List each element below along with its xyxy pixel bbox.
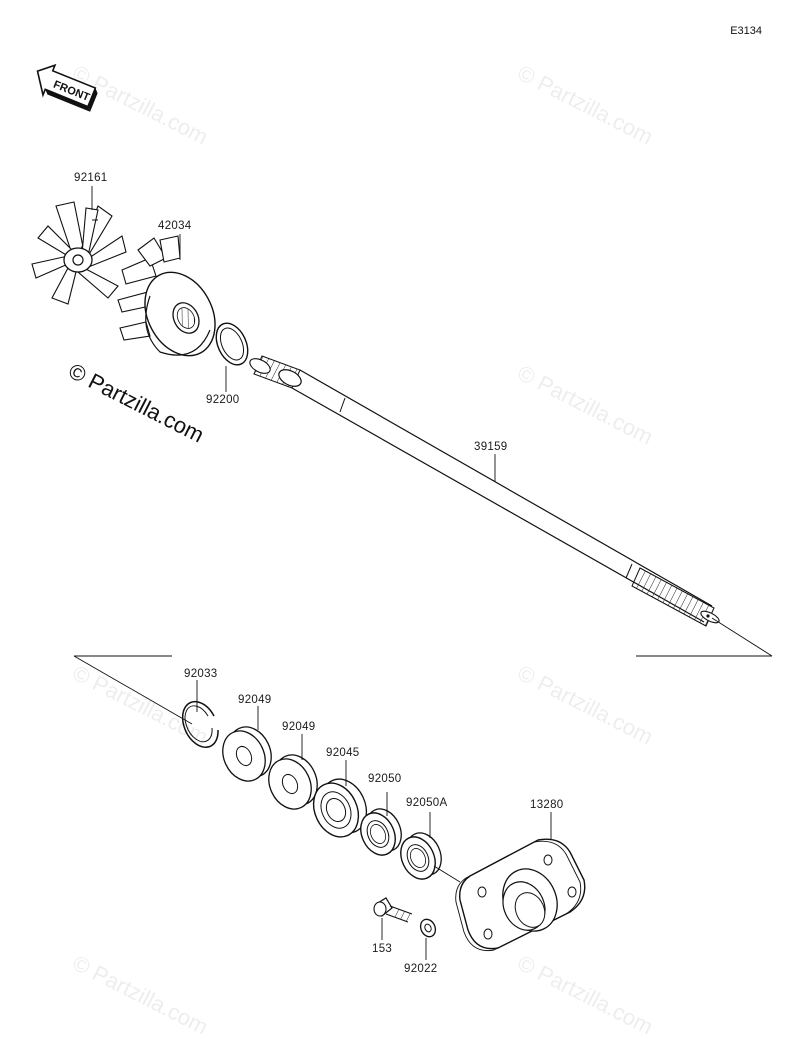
part-92049-washer-a[interactable] — [215, 720, 279, 788]
label-42034[interactable]: 42034 — [158, 220, 192, 232]
part-13280-bearing-housing-plate[interactable] — [455, 838, 586, 952]
label-92200[interactable]: 92200 — [206, 394, 240, 406]
part-39159-drive-shaft[interactable] — [247, 355, 720, 627]
part-92050-oil-seal[interactable] — [354, 803, 408, 860]
part-42034-impeller-hub[interactable] — [117, 235, 229, 368]
part-92050A-oil-seal[interactable] — [394, 827, 448, 884]
label-92161[interactable]: 92161 — [74, 172, 108, 184]
label-92022[interactable]: 92022 — [404, 963, 438, 975]
label-39159[interactable]: 39159 — [474, 441, 508, 453]
part-92049-washer-b[interactable] — [261, 748, 325, 816]
label-92045[interactable]: 92045 — [326, 747, 360, 759]
label-153[interactable]: 153 — [372, 943, 393, 955]
part-92161-impeller[interactable] — [31, 201, 127, 305]
part-92200-ring[interactable] — [210, 318, 254, 370]
part-92045-bearing[interactable] — [305, 772, 375, 845]
diagram-code: E3134 — [730, 25, 762, 37]
label-92049-b[interactable]: 92049 — [282, 721, 316, 733]
label-92049-a[interactable]: 92049 — [238, 694, 272, 706]
label-92050A[interactable]: 92050A — [406, 797, 448, 809]
part-153-bolt[interactable] — [373, 897, 413, 923]
label-92033[interactable]: 92033 — [184, 668, 218, 680]
label-13280[interactable]: 13280 — [530, 799, 564, 811]
part-92033-circlip[interactable] — [181, 700, 219, 748]
label-92050[interactable]: 92050 — [368, 773, 402, 785]
part-92022-washer[interactable] — [418, 917, 438, 939]
front-arrow-icon: FRONT — [36, 63, 98, 112]
